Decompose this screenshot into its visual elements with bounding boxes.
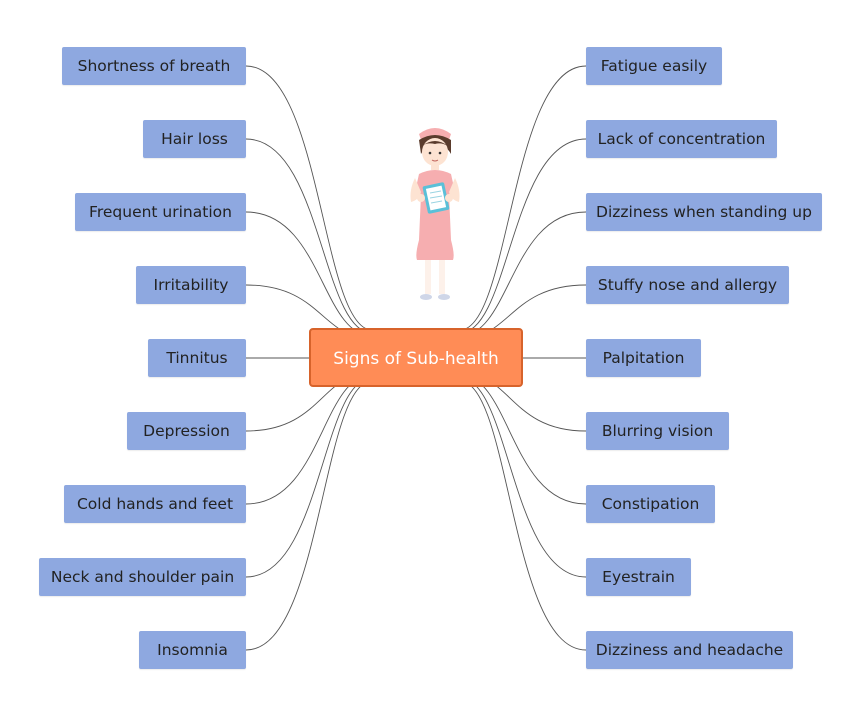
left-topic-node: Frequent urination bbox=[75, 193, 246, 231]
left-connector-line bbox=[245, 374, 373, 505]
nurse-illustration bbox=[410, 128, 460, 300]
right-connector-line bbox=[459, 374, 587, 505]
right-connector-line bbox=[459, 138, 587, 334]
left-connector-line bbox=[245, 380, 373, 651]
left-topic-node: Cold hands and feet bbox=[64, 485, 246, 523]
left-connector-line bbox=[245, 377, 373, 578]
right-topic-node: Fatigue easily bbox=[586, 47, 722, 85]
right-topic-node: Constipation bbox=[586, 485, 715, 523]
right-topic-node: Stuffy nose and allergy bbox=[586, 266, 789, 304]
left-connector-line bbox=[245, 65, 373, 331]
left-topic-node: Insomnia bbox=[139, 631, 246, 669]
left-topic-node: Irritability bbox=[136, 266, 246, 304]
left-topic-node: Shortness of breath bbox=[62, 47, 246, 85]
left-connector-line bbox=[245, 211, 373, 337]
left-topic-node: Hair loss bbox=[143, 120, 246, 158]
right-topic-node: Eyestrain bbox=[586, 558, 691, 596]
left-topic-node: Neck and shoulder pain bbox=[39, 558, 246, 596]
right-topic-node: Dizziness when standing up bbox=[586, 193, 822, 231]
right-topic-node: Lack of concentration bbox=[586, 120, 777, 158]
right-topic-node: Palpitation bbox=[586, 339, 701, 377]
right-connector-line bbox=[459, 65, 587, 331]
right-topic-node: Blurring vision bbox=[586, 412, 729, 450]
right-connector-line bbox=[459, 377, 587, 578]
right-connector-line bbox=[459, 211, 587, 337]
left-topic-node: Depression bbox=[127, 412, 246, 450]
left-topic-node: Tinnitus bbox=[148, 339, 246, 377]
left-connector-line bbox=[245, 138, 373, 334]
central-topic: Signs of Sub-health bbox=[309, 328, 523, 387]
right-topic-node: Dizziness and headache bbox=[586, 631, 793, 669]
right-connector-line bbox=[459, 380, 587, 651]
